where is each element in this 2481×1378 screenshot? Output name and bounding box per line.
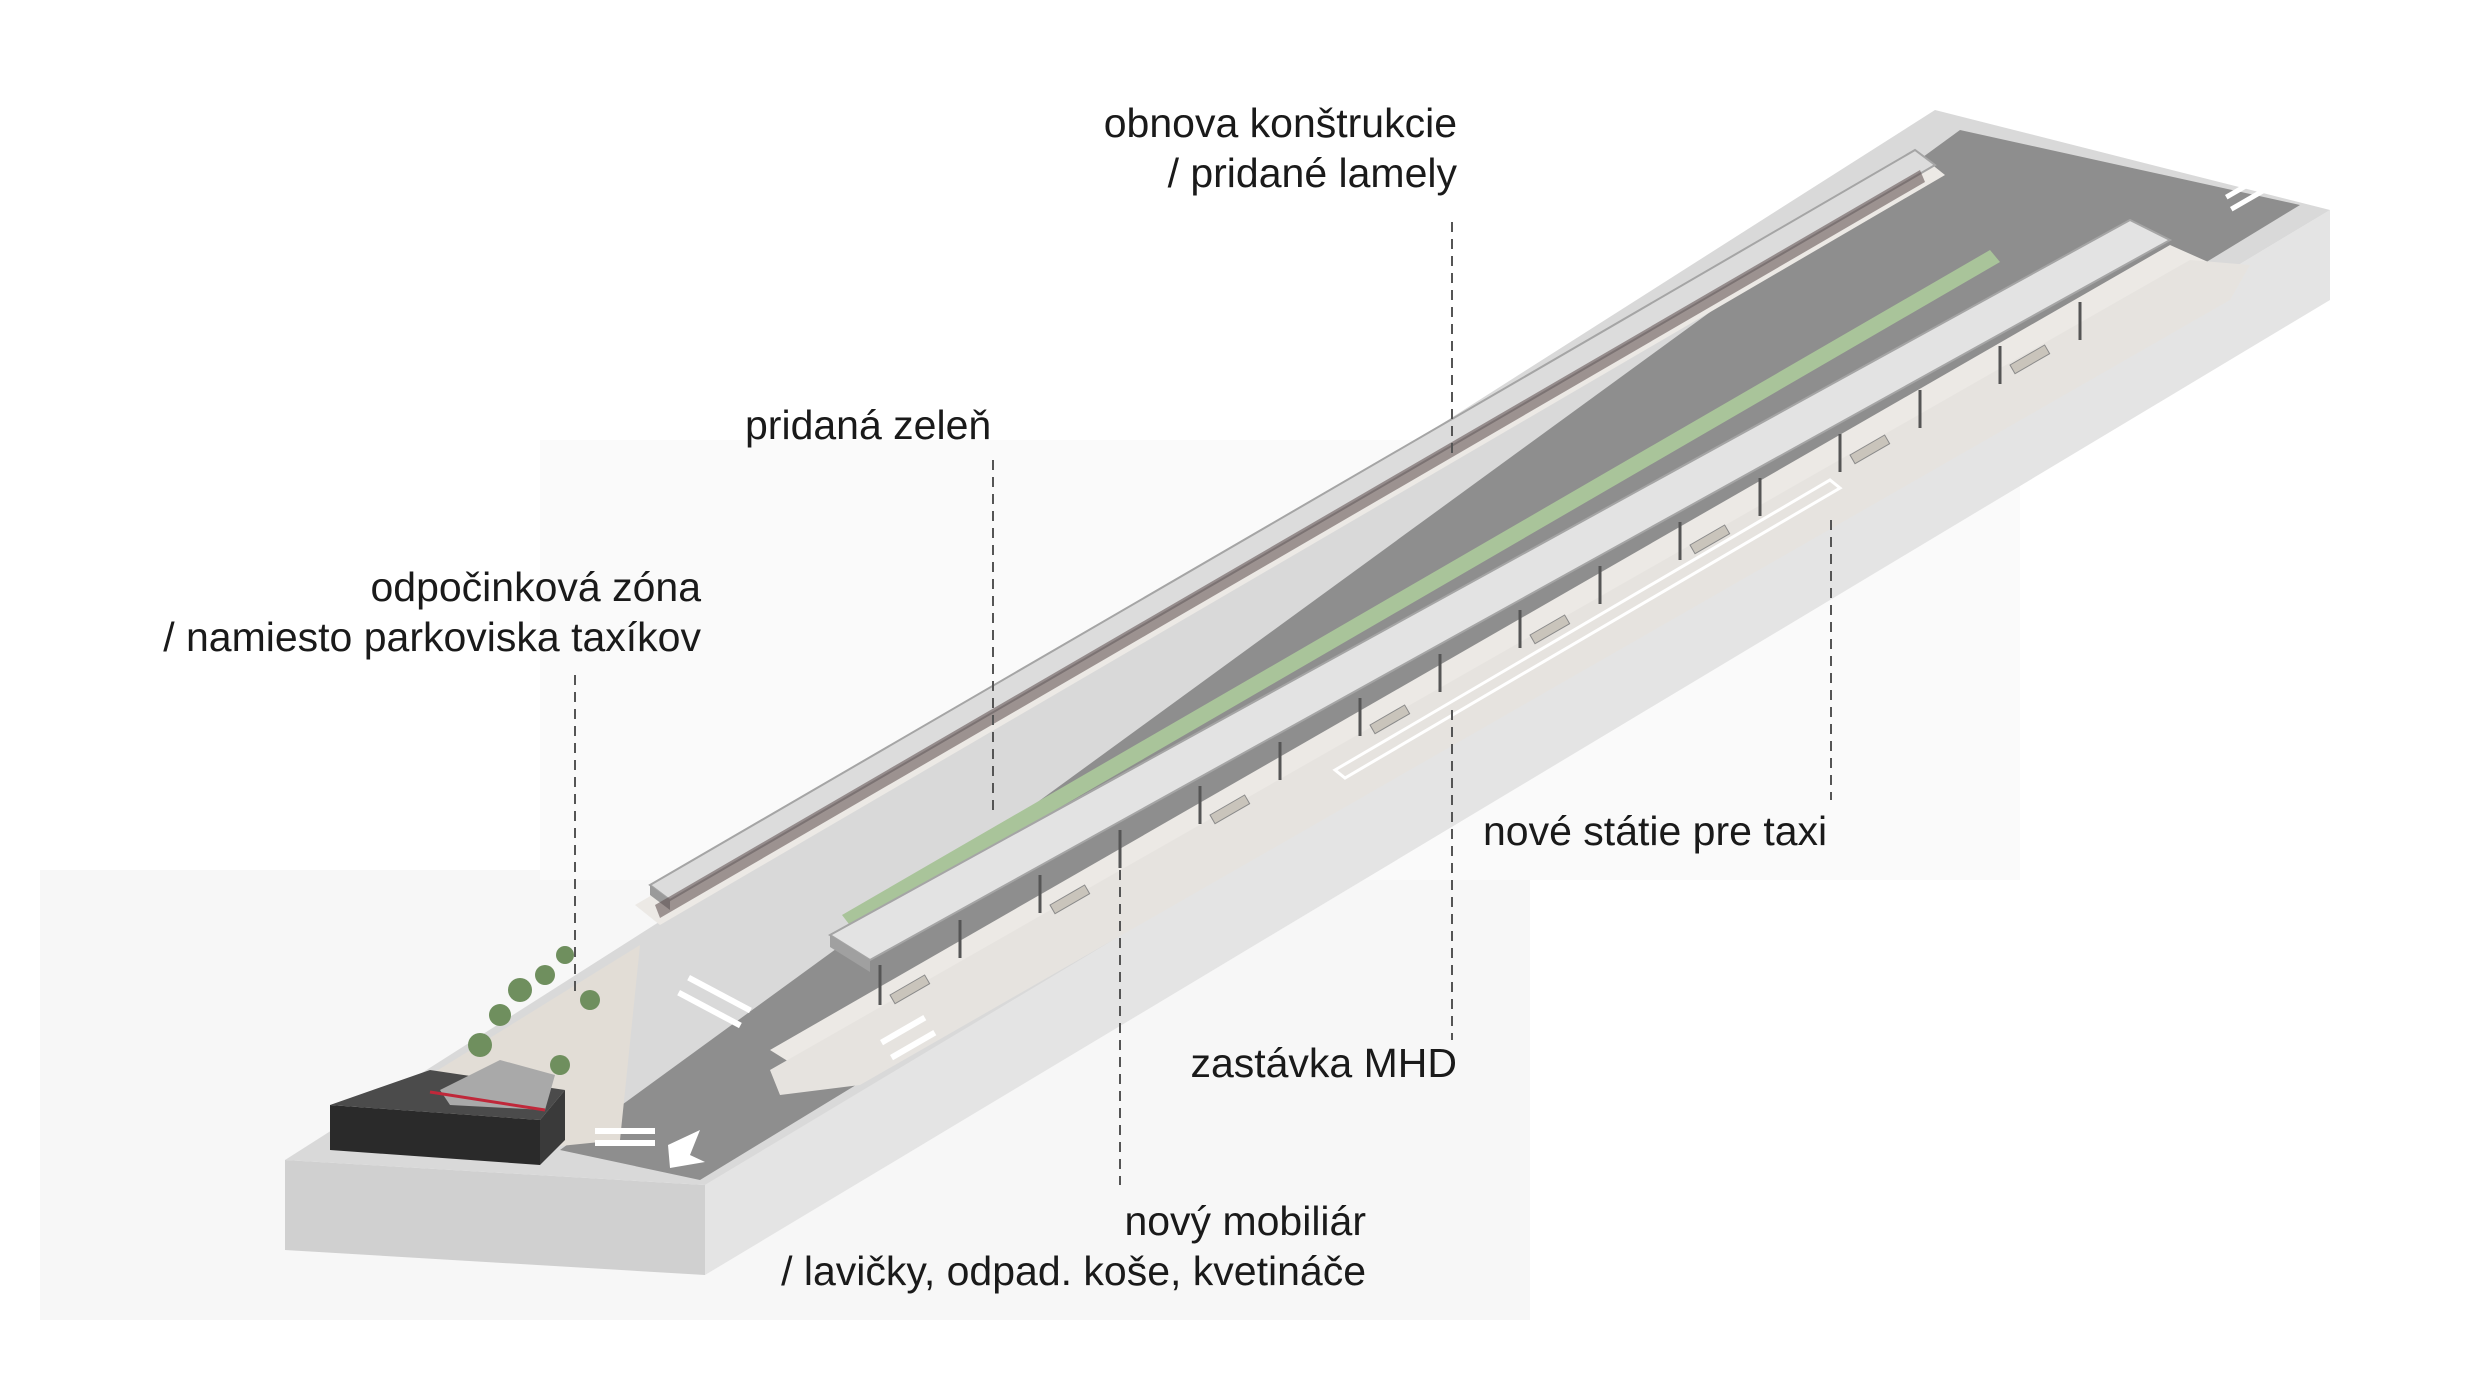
annotation-rest-zone-line-1: odpočinková zóna	[370, 564, 701, 610]
bench-row	[889, 344, 2051, 1005]
annotation-greenery: pridaná zeleň	[745, 400, 991, 450]
building-front	[330, 1105, 540, 1165]
annotation-greenery-line-1: pridaná zeleň	[745, 402, 992, 448]
near-canopy-edge	[830, 935, 870, 972]
direction-arrow	[668, 1130, 705, 1168]
annotation-rest-zone-line-2: / namiesto parkoviska taxíkov	[163, 614, 701, 660]
building-side	[540, 1090, 565, 1165]
green-strip	[842, 250, 2000, 928]
crosswalk-markings	[595, 175, 2268, 1146]
annotation-taxi: nové státie pre taxi	[1483, 806, 1827, 856]
taxi-markings	[1332, 478, 1843, 780]
annotation-furniture-line-1: nový mobiliár	[1124, 1198, 1366, 1244]
annotation-furniture-line-2: / lavičky, odpad. koše, kvetináče	[781, 1248, 1366, 1294]
annotation-rest-zone: odpočinková zóna / namiesto parkoviska t…	[163, 562, 701, 662]
annotation-furniture: nový mobiliár / lavičky, odpad. koše, kv…	[781, 1196, 1366, 1296]
leader-lines	[574, 222, 1832, 1185]
near-canopy-columns	[878, 302, 2082, 1005]
base-slab-side	[705, 210, 2330, 1275]
annotation-bus-stop: zastávka MHD	[1190, 1038, 1457, 1088]
annotation-construction: obnova konštrukcie / pridané lamely	[1104, 98, 1457, 198]
near-island	[770, 260, 2250, 1095]
annotation-construction-line-1: obnova konštrukcie	[1103, 100, 1457, 146]
building-red-edge	[429, 1090, 546, 1112]
far-canopy-shadow	[655, 170, 1925, 918]
annotation-taxi-line-1: nové státie pre taxi	[1483, 808, 1828, 854]
annotation-bus-stop-line-1: zastávka MHD	[1190, 1040, 1457, 1086]
base-slab-front	[285, 1160, 705, 1275]
annotation-construction-line-2: / pridané lamely	[1167, 150, 1457, 196]
